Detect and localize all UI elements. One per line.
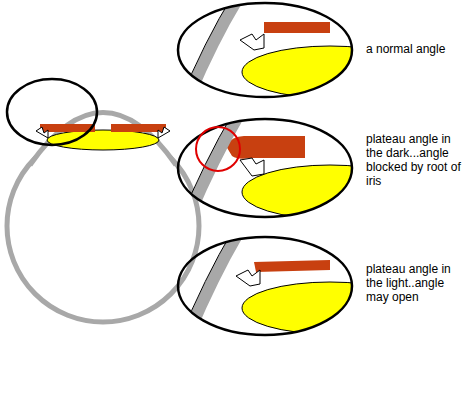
caption-text: plateau angle in the dark...angle blocke… [366,132,470,188]
whole-eye [7,79,199,322]
caption-text: plateau angle in the light..angle may op… [366,262,470,304]
view-caption: a normal angle [366,42,470,56]
caption-text: a normal angle [366,42,470,56]
view-caption: plateau angle in the light..angle may op… [366,262,470,304]
view-caption: plateau angle in the dark...angle blocke… [366,132,470,188]
